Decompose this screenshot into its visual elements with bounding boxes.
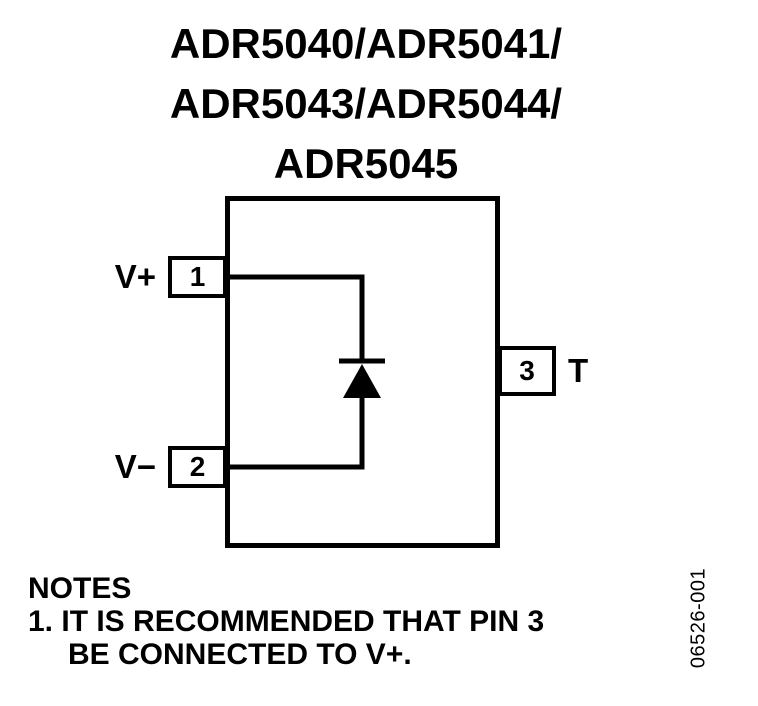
wire-diode-to-pin2 [227, 396, 365, 470]
note-1-line-1: 1. IT IS RECOMMENDED THAT PIN 3 [28, 605, 545, 638]
pin-2-box: 2 [168, 446, 227, 488]
pin-1-number: 1 [189, 261, 206, 292]
title-line-3: ADR5045 [273, 140, 459, 187]
note-1-line-2: BE CONNECTED TO V+. [68, 638, 412, 671]
pin-2-name-label: V− [114, 448, 156, 485]
pin-3-number: 3 [519, 355, 535, 386]
pin-3-name-label: T [568, 352, 589, 389]
figure-title: ADR5040/ADR5041/ ADR5043/ADR5044/ ADR504… [0, 14, 732, 194]
diode-triangle-icon [343, 364, 381, 398]
notes-heading: NOTES [28, 572, 132, 605]
pin-3-box: 3 [498, 346, 556, 396]
pin-2-number: 2 [189, 451, 206, 482]
notes-block: NOTES 1. IT IS RECOMMENDED THAT PIN 3 BE… [28, 572, 544, 671]
title-line-1: ADR5040/ADR5041/ [169, 20, 563, 67]
figure-number: 06526-001 [687, 567, 710, 669]
pin-1-name-label: V+ [114, 258, 156, 295]
ic-body-outline [225, 196, 500, 548]
pin-1-box: 1 [168, 256, 227, 298]
title-line-2: ADR5043/ADR5044/ [169, 80, 563, 127]
wire-pin1-to-diode [227, 274, 365, 361]
